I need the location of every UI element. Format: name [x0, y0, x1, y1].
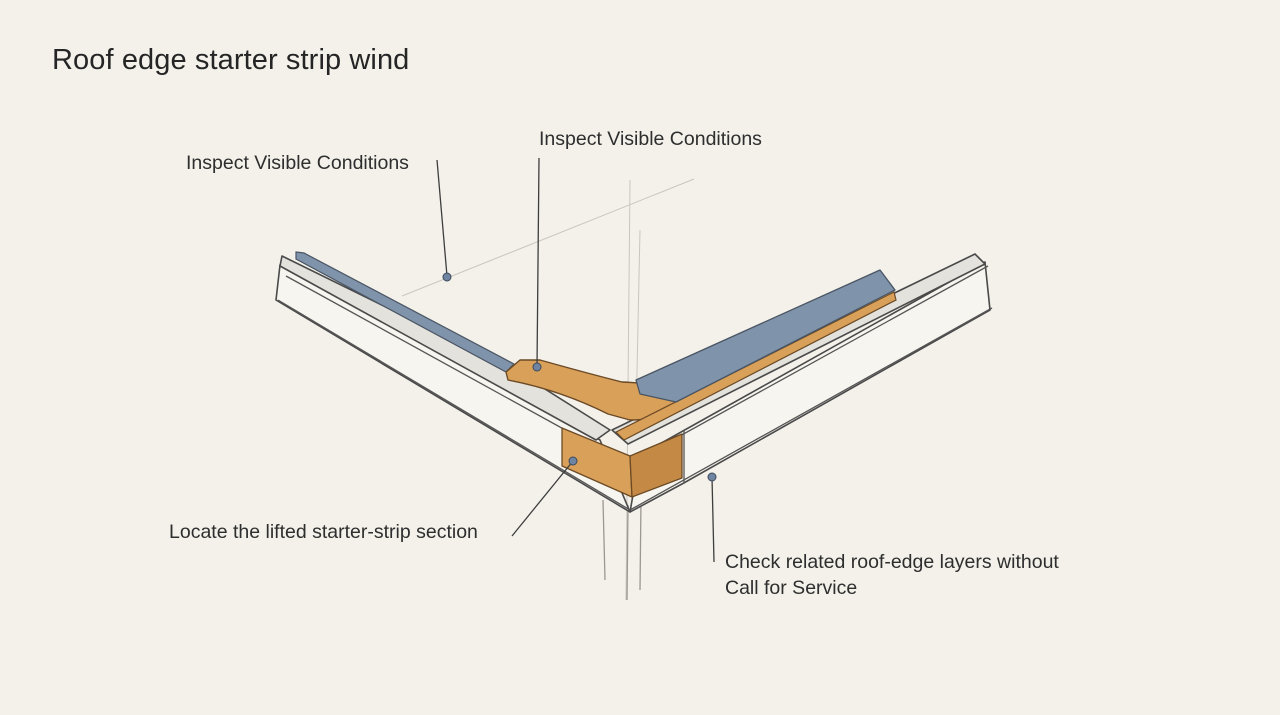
leader-inspect-left [436, 159, 448, 277]
callout-check-layers: Check related roof-edge layers without C… [725, 549, 1059, 601]
marker-dot-locate-lifted [568, 456, 578, 466]
leader-locate-lifted [511, 460, 574, 537]
board-edge-lines [277, 265, 993, 511]
callout-inspect-left: Inspect Visible Conditions [186, 152, 409, 174]
callout-inspect-top: Inspect Visible Conditions [539, 128, 762, 150]
right-fascia-face [629, 261, 991, 513]
left-top-edge [279, 255, 611, 441]
page-title: Roof edge starter strip wind [52, 44, 410, 76]
marker-dot-check-layers [707, 472, 717, 482]
marker-dots [442, 272, 717, 482]
right-starter-strip [614, 291, 897, 441]
right-metal-flashing [635, 269, 896, 403]
callout-check-layers-line-2: Call for Service [725, 577, 858, 599]
callout-locate-lifted: Locate the lifted starter-strip section [169, 521, 478, 543]
marker-dot-inspect-top [532, 362, 542, 372]
leader-check-layers [711, 476, 715, 563]
corner-post [602, 499, 642, 601]
leader-lines [436, 157, 715, 563]
starter-strip-block [561, 427, 683, 498]
marker-dot-inspect-left [442, 272, 452, 282]
leader-inspect-top [536, 157, 540, 368]
callout-check-layers-line-1: Check related roof-edge layers without [725, 551, 1059, 573]
